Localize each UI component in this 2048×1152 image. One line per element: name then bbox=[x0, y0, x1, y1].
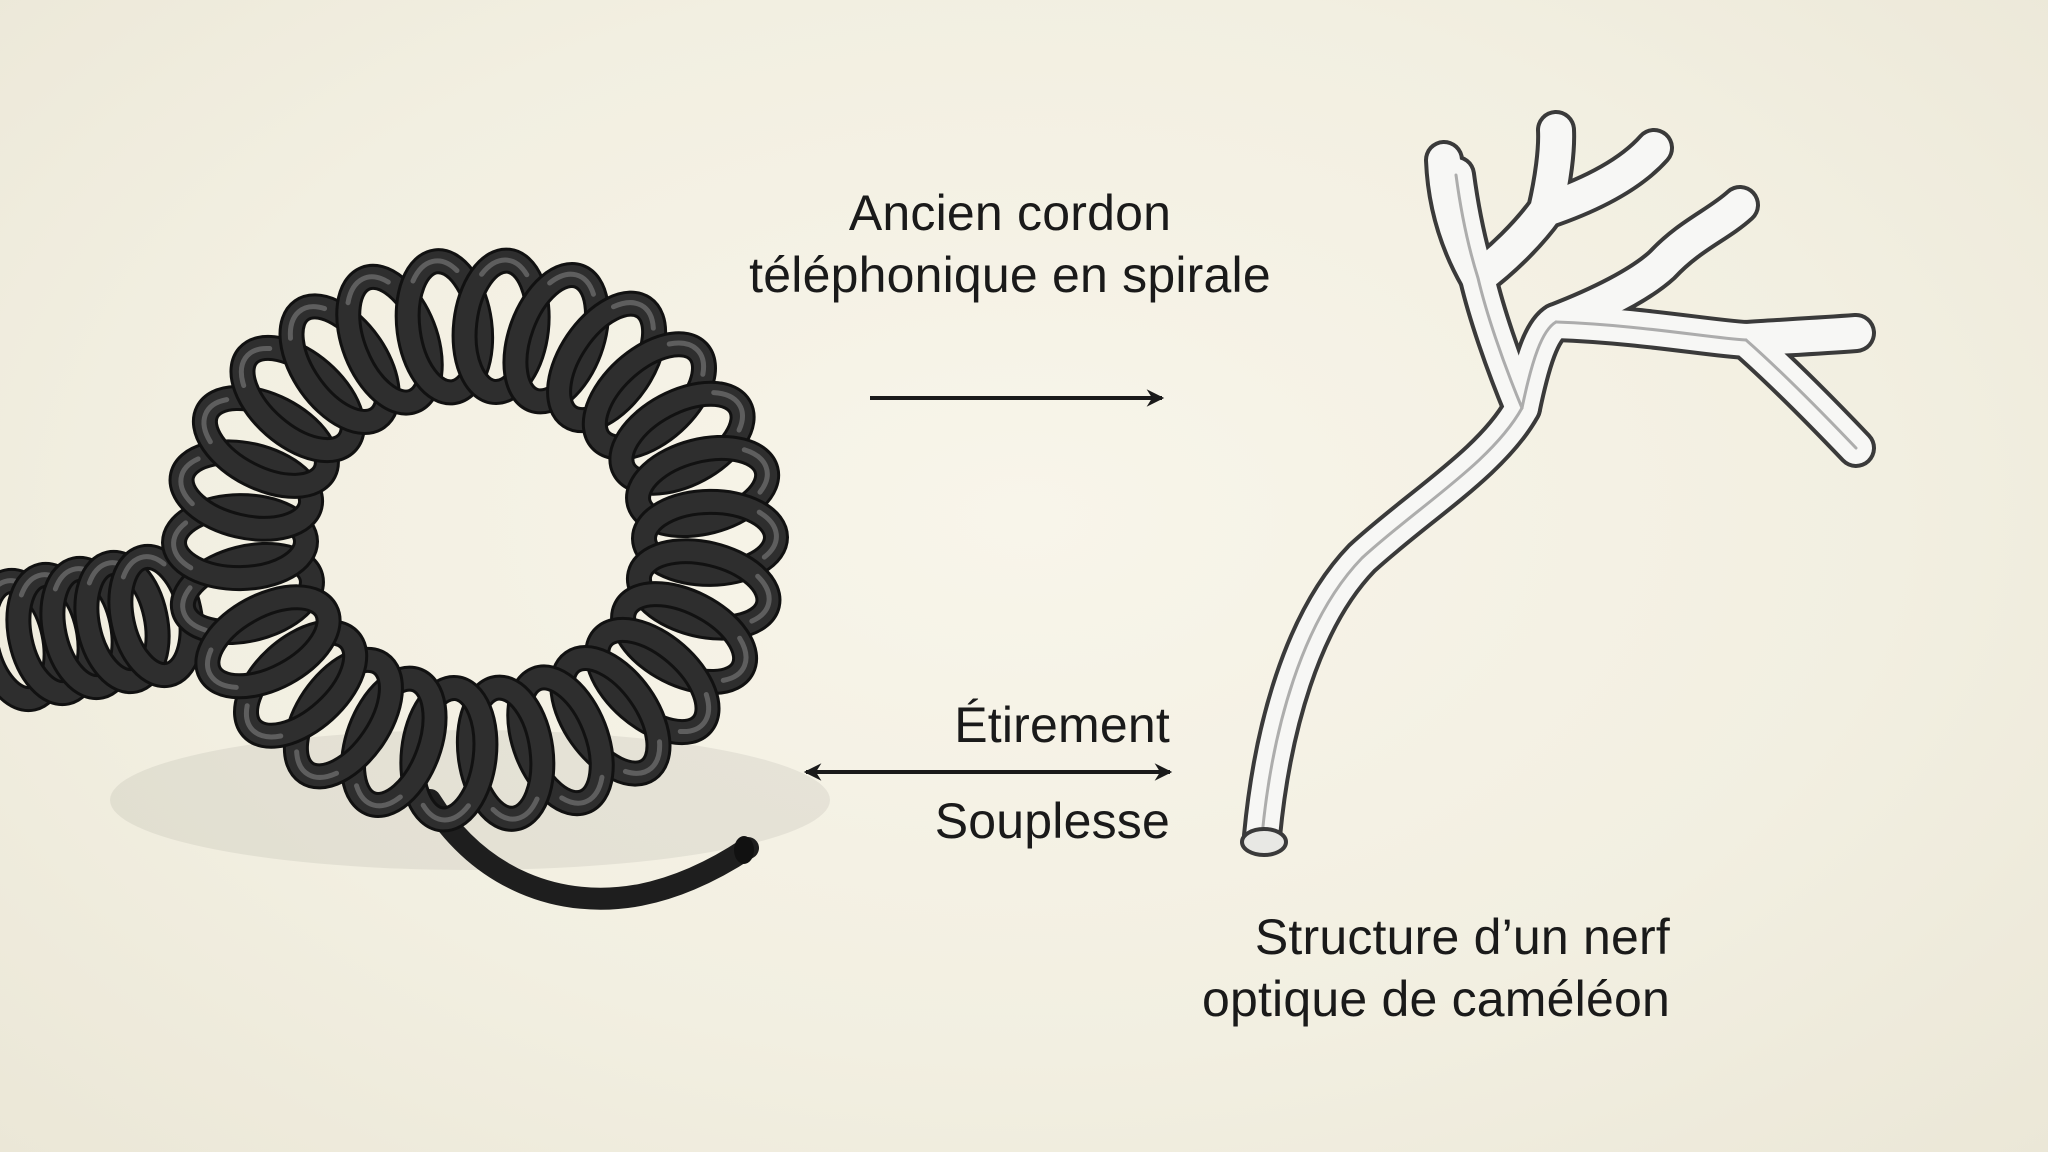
cord-coil-loop bbox=[625, 538, 782, 641]
nerve-caption-line1: Structure d’un nerf bbox=[1254, 909, 1670, 965]
cord-coil-loop bbox=[168, 439, 325, 542]
cord-coil-loop bbox=[546, 290, 668, 434]
cord-coil-loop bbox=[73, 549, 171, 695]
cord-coil-loop bbox=[631, 488, 789, 587]
stretch-label: Étirement bbox=[954, 697, 1170, 753]
nerve-fill bbox=[1246, 114, 1872, 852]
cord-coil-loop bbox=[502, 262, 610, 415]
cord-coil-loop bbox=[191, 384, 340, 499]
cord-coil-loop bbox=[610, 581, 759, 696]
optic-nerve-icon bbox=[1240, 110, 1876, 857]
cord-coil-loop bbox=[549, 645, 672, 787]
cord-coil-loop bbox=[506, 664, 615, 817]
nerve-caption: Structure d’un nerf optique de caméléon bbox=[1110, 906, 1670, 1030]
cord-coil-loop bbox=[625, 434, 781, 539]
cord-coil-loop bbox=[455, 674, 556, 832]
cord-coil-loop bbox=[278, 293, 401, 435]
cord-coil-loop bbox=[229, 334, 366, 464]
cord-coil-loop bbox=[161, 493, 319, 592]
cord-caption-line1: Ancien cordon bbox=[848, 185, 1172, 241]
nerve-inner-line bbox=[1260, 173, 1858, 838]
nerve-cut-end bbox=[1240, 827, 1288, 857]
nerve-caption-line2: optique de caméléon bbox=[1201, 971, 1670, 1027]
cord-coil-loop bbox=[335, 263, 444, 416]
cord-coil-loop bbox=[584, 616, 721, 746]
cord-coil-loop bbox=[282, 646, 404, 790]
cord-caption-line2: téléphonique en spirale bbox=[749, 247, 1271, 303]
cord-caption: Ancien cordon téléphonique en spirale bbox=[700, 182, 1320, 306]
coiled-cord-icon bbox=[0, 247, 789, 910]
cord-tip bbox=[734, 836, 754, 864]
cord-coil-loop bbox=[169, 541, 325, 646]
flexibility-label: Souplesse bbox=[934, 793, 1170, 849]
cord-coil-loop bbox=[394, 248, 495, 406]
cord-coil-loop bbox=[581, 331, 717, 461]
nerve-outline bbox=[1242, 110, 1876, 856]
cord-coil-loop bbox=[340, 665, 448, 818]
cord-coil-loop bbox=[608, 380, 756, 496]
cord-coil-loop bbox=[451, 247, 551, 406]
cord-coil-loop bbox=[399, 674, 499, 833]
cord-tail bbox=[419, 789, 759, 910]
cord-coil-loop bbox=[233, 619, 369, 749]
cord-coil-loop bbox=[194, 584, 342, 700]
